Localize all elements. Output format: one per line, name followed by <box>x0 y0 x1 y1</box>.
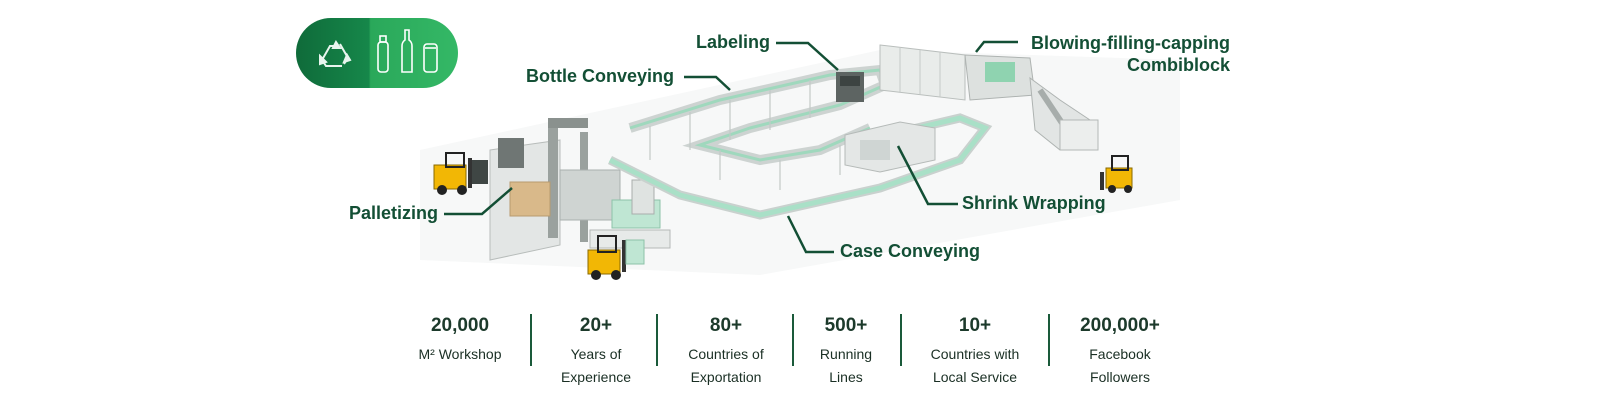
callout-labeling: Labeling <box>696 32 771 52</box>
callout-blowing-line2: Combiblock <box>1126 55 1230 75</box>
forklift-bottom <box>587 235 645 280</box>
forklift-right <box>1100 155 1133 193</box>
stat-workshop: 20,000 M² Workshop <box>400 312 520 369</box>
bottle-conveyor <box>628 64 892 190</box>
stat-facebook: 200,000+ Facebook Followers <box>1060 312 1180 386</box>
stat-exportation: 80+ Countries of Exportation <box>668 312 784 386</box>
leader-palletizing <box>444 187 513 216</box>
stat-label-line2: Experience <box>560 369 632 385</box>
labeling-machine <box>836 72 864 102</box>
stat-label-line1: Running <box>819 346 873 362</box>
plastic-bottle-icon <box>377 35 389 73</box>
stat-local-service: 10+ Countries with Local Service <box>910 312 1040 386</box>
stat-label-line2: Lines <box>829 369 863 385</box>
stat-value: 200,000+ <box>1080 315 1160 336</box>
stat-label-line1: Countries with <box>930 346 1020 362</box>
stat-label-line1: Years of <box>570 346 622 362</box>
callout-blowing-filling-capping: Blowing-filling-capping Combiblock <box>1020 32 1230 76</box>
can-icon <box>423 43 438 73</box>
combiblock-machine <box>879 44 1099 151</box>
stat-label-line2: Exportation <box>690 369 762 385</box>
stat-label-line2: Local Service <box>932 369 1018 385</box>
stat-divider <box>900 314 902 366</box>
packaging-badge <box>296 18 458 88</box>
palletizer-machine <box>489 118 671 261</box>
callout-case-conveying: Case Conveying <box>840 241 981 261</box>
stat-value: 10+ <box>958 315 992 336</box>
stat-value: 20,000 <box>430 315 490 336</box>
stat-label-line1: M² Workshop <box>418 346 502 362</box>
stat-value: 80+ <box>709 315 743 336</box>
leader-case-conveying <box>786 215 834 254</box>
shrink-wrapper <box>844 121 936 173</box>
leader-labeling <box>776 41 839 71</box>
stat-running-lines: 500+ Running Lines <box>800 312 892 386</box>
callout-bottle-conveying: Bottle Conveying <box>526 66 675 86</box>
stat-divider <box>1048 314 1050 366</box>
stat-value: 20+ <box>579 315 613 336</box>
stat-divider <box>792 314 794 366</box>
stat-label-line1: Countries of <box>688 346 764 362</box>
callout-palletizing: Palletizing <box>349 203 439 223</box>
stat-divider <box>656 314 658 366</box>
stat-experience: 20+ Years of Experience <box>542 312 650 386</box>
leader-lines <box>444 40 1018 254</box>
leader-blowing <box>975 40 1018 53</box>
forklift-left <box>433 152 488 195</box>
callout-shrink-wrapping: Shrink Wrapping <box>962 193 1106 213</box>
stat-label-line2: Followers <box>1090 369 1150 385</box>
leader-shrink-wrapping <box>896 145 958 206</box>
stat-divider <box>530 314 532 366</box>
recycle-icon <box>319 40 352 67</box>
glass-bottle-icon <box>401 29 413 73</box>
stat-value: 500+ <box>824 315 868 336</box>
callout-blowing-line1: Blowing-filling-capping <box>1031 33 1230 53</box>
stat-label-line1: Facebook <box>1089 346 1151 362</box>
leader-bottle-conveying <box>684 75 731 91</box>
